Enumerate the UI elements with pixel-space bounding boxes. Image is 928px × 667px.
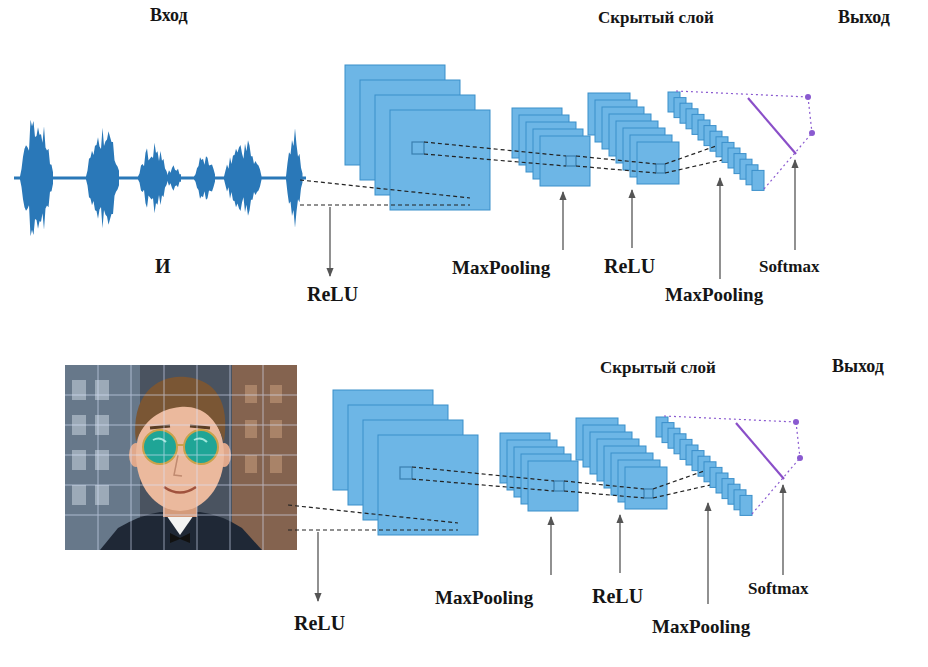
activation-label: ReLU — [307, 283, 358, 305]
pooling-label: MaxPooling — [665, 285, 763, 306]
audio-waveform — [14, 120, 306, 236]
face-photo — [65, 365, 297, 550]
waveform-burst — [166, 165, 181, 190]
pooling-label: MaxPooling — [452, 258, 550, 279]
cnn-row-audio — [300, 65, 815, 279]
hidden-layer-heading: Скрытый слой — [598, 9, 714, 28]
hidden-layer-heading: Скрытый слой — [600, 359, 716, 378]
waveform-burst — [138, 143, 168, 214]
waveform-burst — [20, 120, 53, 236]
activation-label: ReLU — [294, 612, 345, 634]
pooling-label: MaxPooling — [652, 617, 750, 638]
conjunction-label: И — [155, 255, 171, 277]
output-heading: Выход — [838, 8, 890, 28]
output-heading: Выход — [832, 357, 884, 377]
activation-label: ReLU — [592, 585, 643, 607]
softmax-label: Softmax — [748, 580, 808, 599]
pooling-label: MaxPooling — [435, 588, 533, 609]
softmax-label: Softmax — [759, 258, 819, 277]
input-heading: Вход — [150, 6, 188, 26]
waveform-burst — [194, 156, 215, 200]
waveform-burst — [286, 128, 303, 227]
cnn-row-image — [288, 390, 803, 604]
waveform-burst — [86, 128, 119, 229]
activation-label: ReLU — [604, 255, 655, 277]
waveform-burst — [224, 140, 262, 216]
